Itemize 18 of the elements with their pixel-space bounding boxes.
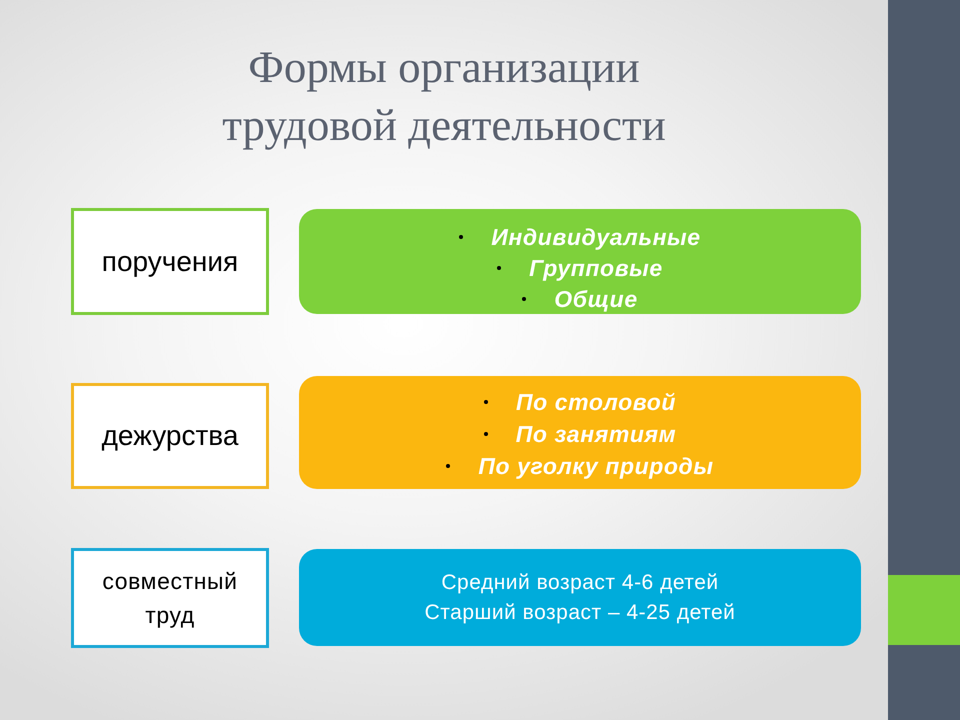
category-box (71, 548, 269, 648)
info-panel (299, 549, 861, 646)
category-label: совместный труд (101, 567, 239, 630)
category-box (71, 383, 269, 489)
list-item-text: Общие (554, 284, 638, 314)
list-panel (299, 209, 861, 314)
list-item-text: По столовой (516, 388, 676, 417)
list-panel (299, 376, 861, 489)
slide-title: Формы организации трудовой деятельности (221, 41, 667, 152)
category-label: дежурства (102, 419, 238, 453)
category-box (71, 208, 269, 315)
info-text: Старший возраст – 4-25 детей (424, 600, 736, 626)
list-item-text: Индивидуальные (491, 223, 701, 252)
list-item-text: Групповые (529, 254, 663, 283)
list-item-text: По уголку природы (478, 452, 714, 481)
category-label: поручения (102, 244, 238, 278)
info-text: Средний возраст 4-6 детей (441, 570, 719, 596)
list-item-text: По занятиям (516, 420, 676, 449)
